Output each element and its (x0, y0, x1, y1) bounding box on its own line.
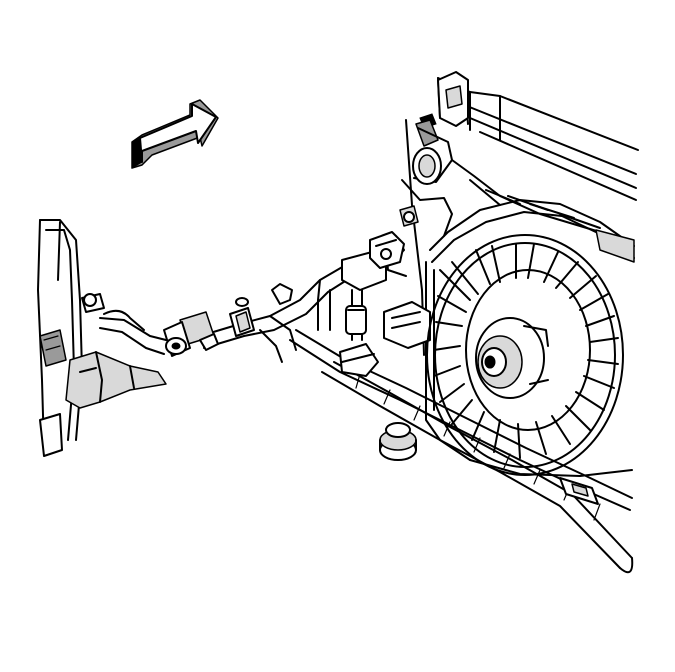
wiring-harness (289, 329, 634, 574)
line-bracket (339, 231, 405, 377)
direction-arrow-icon (131, 99, 219, 169)
left-hose-assembly (37, 219, 167, 457)
line-fitting (163, 283, 293, 357)
cooling-fan (426, 234, 624, 476)
radiator (399, 71, 639, 356)
